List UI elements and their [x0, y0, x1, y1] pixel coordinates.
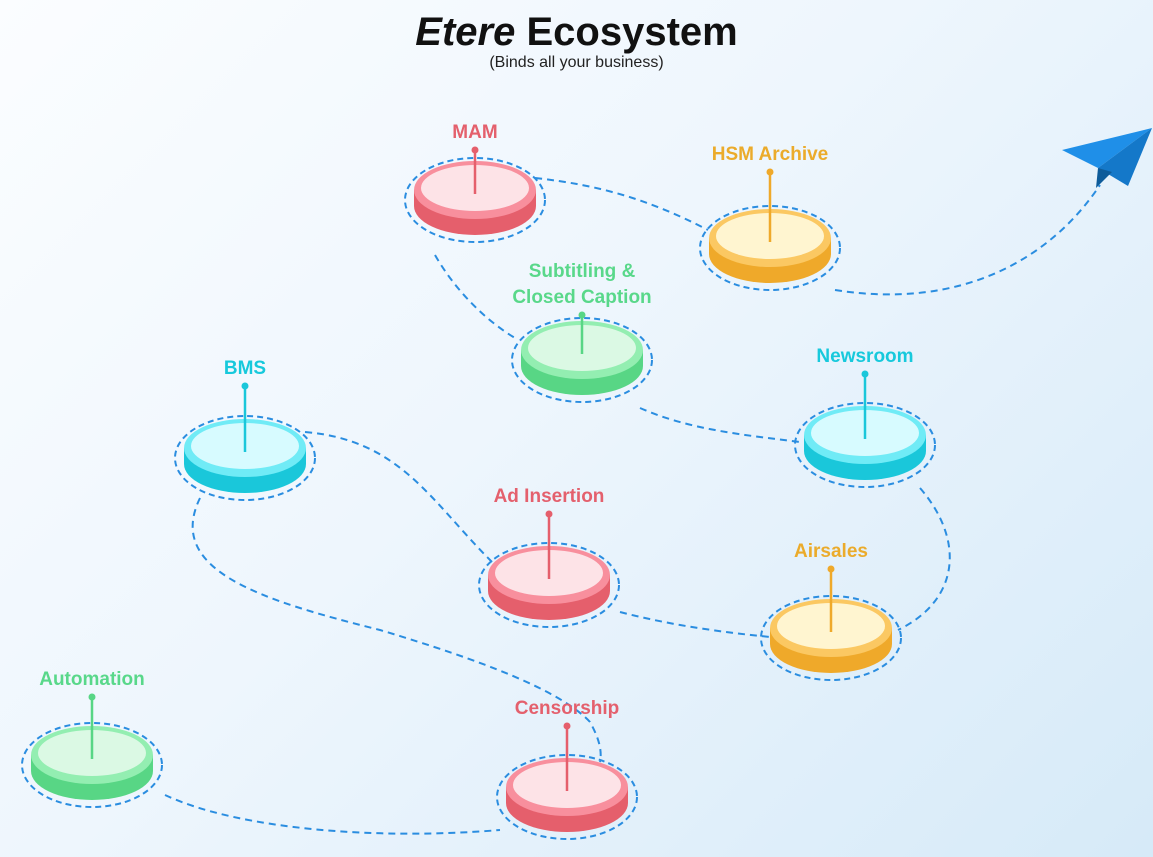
node-orbit — [511, 317, 653, 403]
connector-mam-subtitling — [434, 254, 516, 339]
node-orbit — [174, 415, 316, 501]
node-airsales: Airsales — [760, 541, 902, 681]
node-hsm-archive: HSM Archive — [699, 144, 841, 291]
node-pin-head — [471, 146, 479, 154]
connector-automation-censorship — [164, 794, 501, 835]
node-pin-head — [563, 722, 571, 730]
node-pin-head — [766, 168, 774, 176]
node-subtitling: Subtitling & Closed Caption — [511, 261, 653, 403]
node-label: Airsales — [794, 541, 868, 562]
node-newsroom: Newsroom — [794, 346, 936, 488]
node-label: Automation — [39, 669, 145, 690]
node-orbit — [478, 542, 620, 628]
node-censorship: Censorship — [496, 698, 638, 840]
node-ad-insertion: Ad Insertion — [478, 486, 620, 628]
connector-bms-censorship — [191, 497, 602, 763]
node-pin-head — [827, 565, 835, 573]
node-label-line: Subtitling & — [529, 261, 636, 282]
node-label: MAM — [452, 122, 497, 143]
node-pin-head — [241, 382, 249, 390]
title-rest: Ecosystem — [526, 10, 738, 54]
node-label: BMS — [224, 358, 266, 379]
node-label: HSM Archive — [712, 144, 829, 165]
node-label: Newsroom — [816, 346, 913, 367]
page-title: Etere Ecosystem — [0, 10, 1153, 54]
node-pin-head — [578, 311, 586, 319]
node-automation: Automation — [21, 669, 163, 808]
connector-newsroom-airsales — [897, 487, 951, 631]
paper-plane-icon — [1062, 128, 1152, 188]
node-bms: BMS — [174, 358, 316, 501]
page-subtitle: (Binds all your business) — [489, 54, 664, 71]
node-label: Ad Insertion — [494, 486, 605, 507]
connector-lines — [164, 177, 1101, 835]
node-orbit — [794, 402, 936, 488]
node-label-line: Closed Caption — [512, 287, 651, 308]
node-orbit — [496, 754, 638, 840]
connector-mam-hsm — [534, 177, 709, 231]
node-pin-head — [861, 370, 869, 378]
node-pin-head — [545, 510, 553, 518]
node-orbit — [404, 157, 546, 243]
node-orbit — [21, 722, 163, 808]
node-mam: MAM — [404, 122, 546, 243]
node-pin-head — [88, 693, 96, 701]
title-brand: Etere — [415, 10, 516, 54]
connector-bms-adinsertion — [304, 431, 493, 563]
connector-adinsertion-airsales — [619, 611, 771, 638]
connector-hsm-plane — [834, 184, 1101, 296]
connector-subtitling-newsroom — [639, 407, 801, 443]
node-label: Censorship — [515, 698, 620, 719]
node-orbit — [760, 595, 902, 681]
node-orbit — [699, 205, 841, 291]
